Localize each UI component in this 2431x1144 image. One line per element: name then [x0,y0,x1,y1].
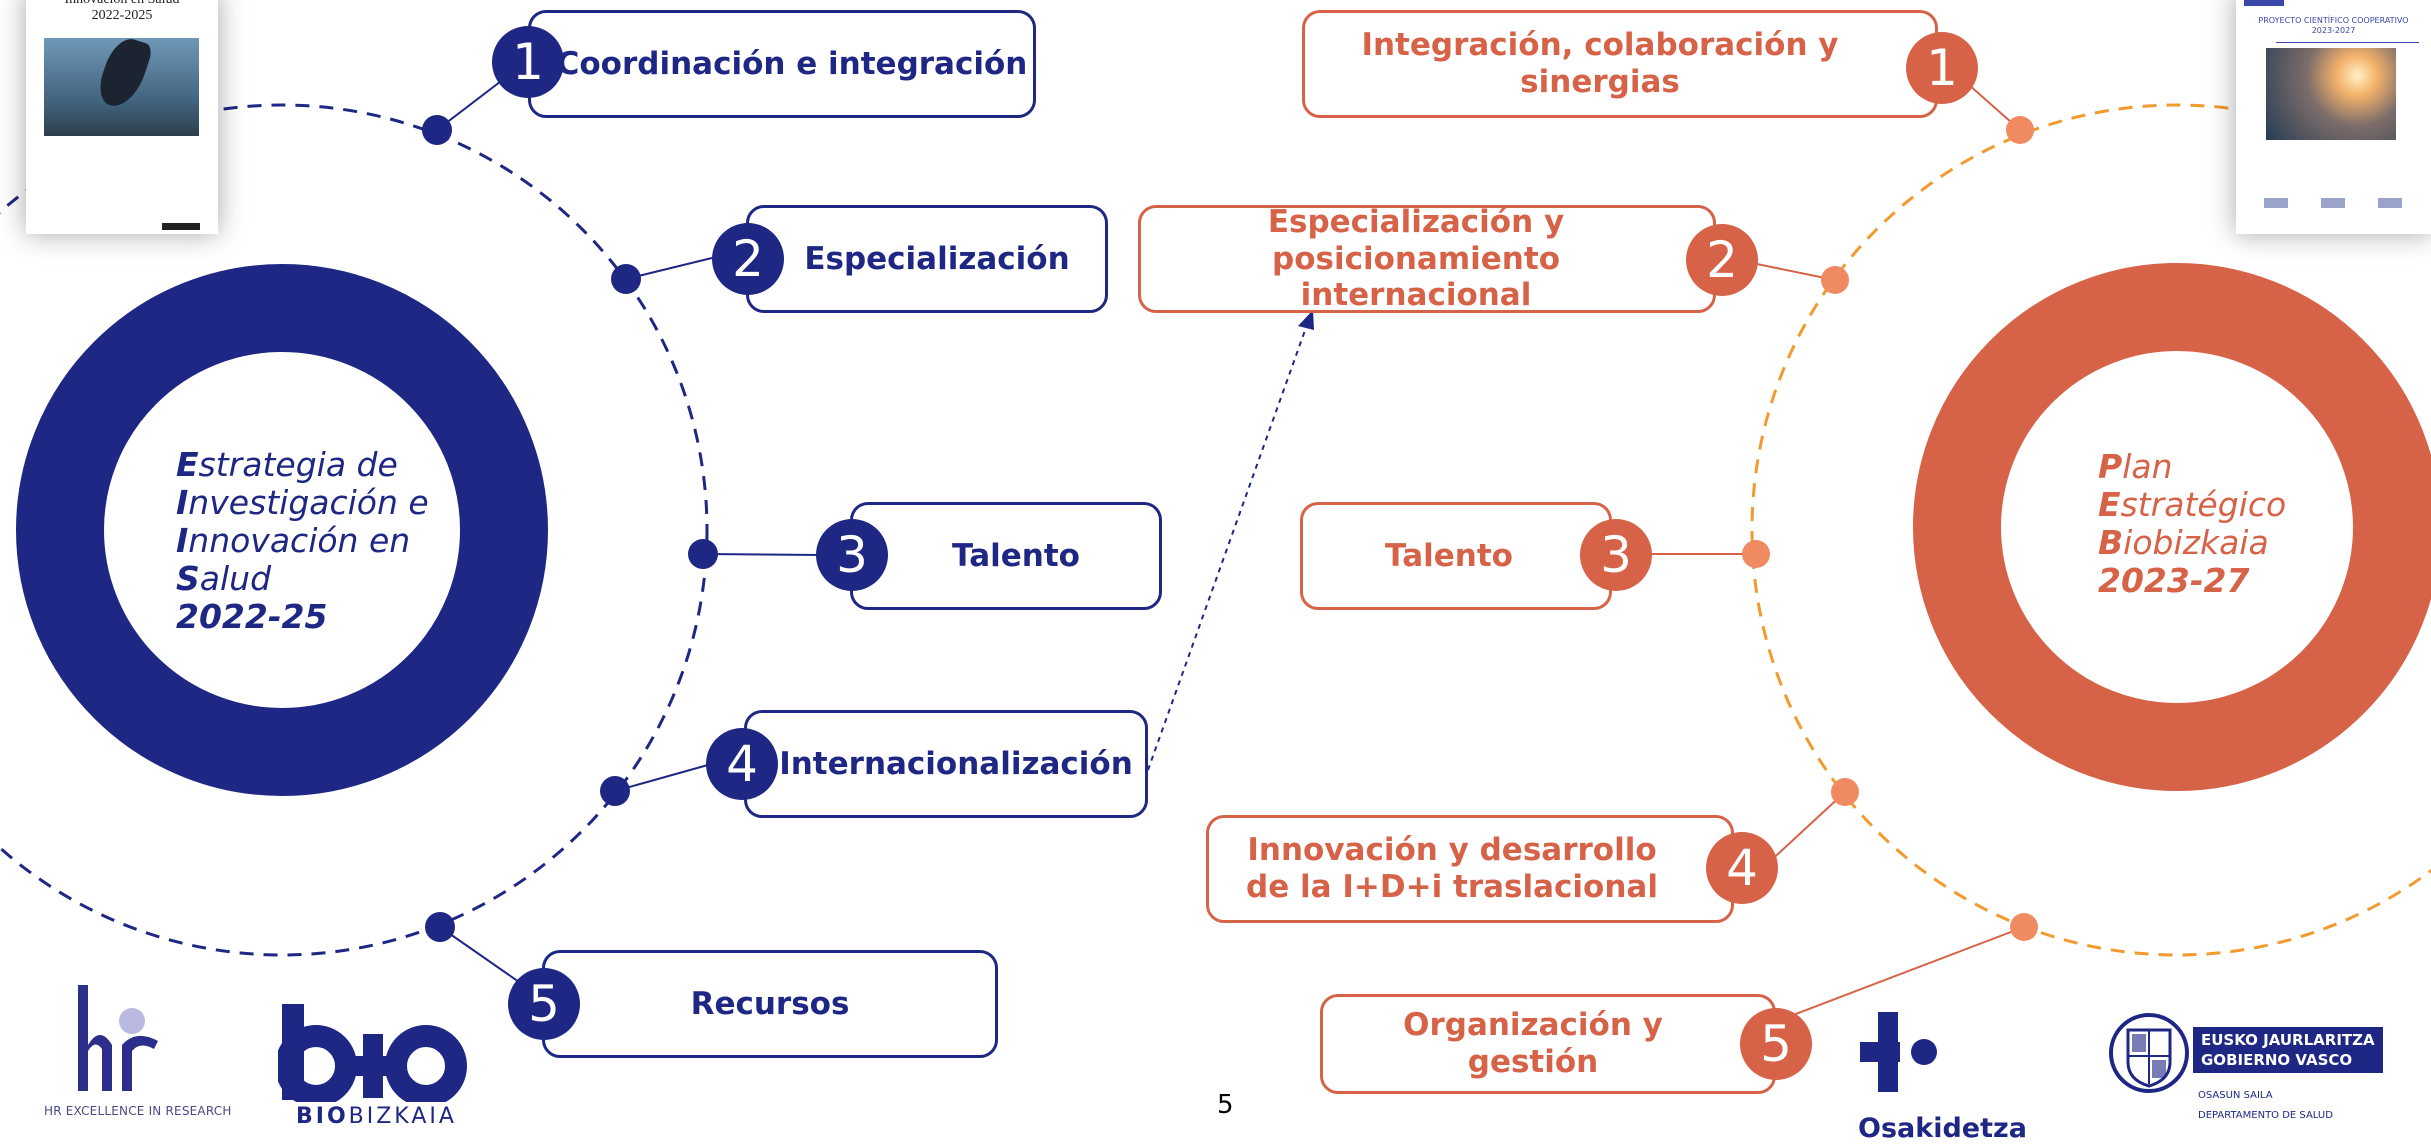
left-item-2: Especialización [746,205,1108,313]
page-number: 5 [1217,1090,1234,1120]
left-number-1: 1 [492,26,564,98]
title-rest: nvestigación e [188,483,429,522]
item-label: Organización y gestión [1403,1007,1663,1080]
title-initial: I [176,483,189,522]
left-orbit [0,103,709,957]
left-node-3 [688,539,718,569]
item-label: Integración, colaboración y sinergias [1361,27,1839,100]
right-number-5: 5 [1740,1008,1812,1080]
left-ring [16,264,548,796]
title-initial: S [176,559,200,598]
item-label: Especialización y posicionamiento intern… [1267,204,1565,314]
right-plan-cover-thumbnail: PROYECTO CIENTÍFICO COOPERATIVO 2023-202… [2236,0,2431,234]
cover-title: Innovación en Salud 2022-2025 [64,0,179,23]
left-node-2 [611,264,641,294]
plan-years: 2022-25 [176,597,328,636]
link-arrow [1147,321,1309,771]
item-label: Coordinación e integración [556,45,1028,82]
item-label: Talento [952,537,1080,574]
title-rest: strategia de [198,445,398,484]
left-node-1 [422,115,452,145]
title-rest: stratégico [2120,485,2287,524]
title-initial: E [2098,485,2121,524]
cover-rule [2276,42,2419,43]
title-initial: P [2098,447,2123,486]
item-label: Especialización [804,240,1070,277]
left-plan-cover-thumbnail: Innovación en Salud 2022-2025 [26,0,218,234]
right-item-5: Organización y gestión [1320,994,1776,1094]
right-number-3: 3 [1580,519,1652,591]
item-label: Recursos [690,985,850,1022]
title-initial: B [2098,523,2124,562]
item-label: Innovación y desarrollo de la I+D+i tras… [1246,832,1658,905]
hr-caption: HR EXCELLENCE IN RESEARCH [44,1104,232,1118]
item-label: Talento [1385,537,1513,574]
title-initial: I [176,521,189,560]
left-number-5: 5 [508,968,580,1040]
item-label: Internacionalización [779,745,1133,782]
left-item-4: Internacionalización [744,710,1148,818]
right-plan-title: Plan Estratégico Biobizkaia 2023-27 [2098,448,2286,600]
biobizkaia-caption: BIOBIZKAIA [296,1104,457,1129]
left-plan-title: Estrategia de Investigación e Innovación… [176,446,429,636]
right-number-1: 1 [1906,32,1978,104]
cover-image [2266,48,2396,140]
right-item-2: Especialización y posicionamiento intern… [1138,204,1716,314]
biobizkaia-logo [278,1004,467,1102]
title-rest: alud [199,559,272,598]
left-number-3: 3 [816,519,888,591]
right-node-2 [1821,266,1849,294]
right-number-4: 4 [1706,832,1778,904]
left-number-4: 4 [706,728,778,800]
right-item-3: Talento [1300,502,1612,610]
title-rest: lan [2122,447,2173,486]
left-node-4 [600,776,630,806]
basque-government-name: EUSKO JAURLARITZA GOBIERNO VASCO [2193,1027,2383,1073]
right-item-1: Integración, colaboración y sinergias [1302,10,1938,118]
right-number-2: 2 [1686,224,1758,296]
left-number-2: 2 [712,223,784,295]
cover-image [44,33,199,136]
osakidetza-logo [1860,1012,1937,1092]
right-orbit [1750,103,2431,957]
cover-logos [2248,188,2418,218]
cover-footer-logo [162,223,200,230]
left-item-5: Recursos [542,950,998,1058]
hr-excellence-logo [78,985,158,1091]
link-arrowhead [1298,310,1314,330]
left-node-5 [425,912,455,942]
osakidetza-wordmark: Osakidetza [1858,1113,2027,1144]
right-node-4 [1831,778,1859,806]
title-rest: iobizkaia [2123,523,2269,562]
right-ring [1913,263,2431,791]
cover-title: PROYECTO CIENTÍFICO COOPERATIVO 2023-202… [2258,16,2409,35]
cover-header-bar [2244,0,2284,6]
left-item-3: Talento [850,502,1162,610]
right-item-4: Innovación y desarrollo de la I+D+i tras… [1206,815,1734,923]
right-node-1 [2006,116,2034,144]
right-node-5 [2010,913,2038,941]
right-node-3 [1742,540,1770,568]
plan-years: 2023-27 [2098,561,2250,600]
basque-government-shield-icon [2109,1013,2189,1093]
title-rest: nnovación en [188,521,411,560]
left-item-1: Coordinación e integración [528,10,1036,118]
health-department-name: OSASUN SAILA DEPARTAMENTO DE SALUD [2198,1090,2333,1121]
title-initial: E [176,445,199,484]
